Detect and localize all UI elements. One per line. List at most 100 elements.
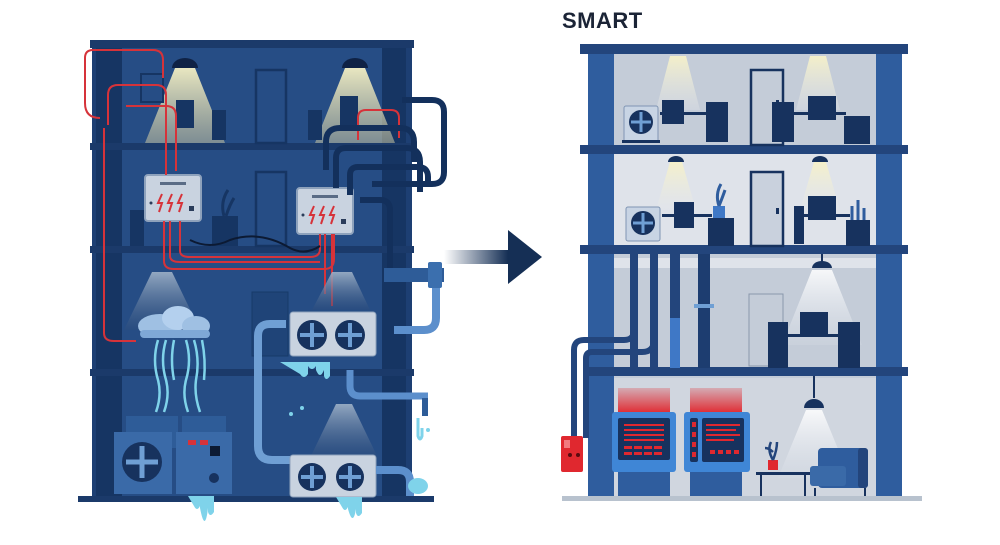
legacy-floor-4: [114, 320, 430, 521]
leaking-fan-unit: [280, 311, 377, 379]
floor-slab: [90, 369, 414, 376]
loose-cable: [189, 235, 321, 253]
cabinet: [708, 218, 734, 246]
chair-icon: [706, 102, 728, 142]
desk: [660, 112, 708, 115]
leaky-pipe: [346, 370, 428, 400]
lightning-icon: [308, 205, 336, 225]
chair-icon: [768, 322, 788, 368]
electrical-panel: [144, 174, 202, 222]
pipe-flange: [694, 304, 714, 308]
smart-building: [561, 44, 922, 501]
light-cone: [312, 272, 370, 310]
plant-icon: [715, 183, 727, 207]
dripping-water: [416, 418, 424, 441]
plant-icon: [221, 189, 236, 217]
pipe-network: [323, 97, 447, 270]
water-leak: [280, 362, 330, 379]
chair-icon: [176, 100, 194, 128]
ceiling-lamp-icon: [172, 58, 198, 68]
floor-slab: [580, 145, 908, 154]
floor-slab: [90, 246, 414, 253]
arrow-shaft: [444, 250, 508, 264]
right-column: [876, 54, 902, 496]
smart-floor-1: [622, 56, 870, 147]
chair-icon: [130, 210, 144, 246]
table-leg: [760, 475, 762, 496]
cabinet: [844, 116, 870, 144]
chair-icon: [212, 110, 226, 140]
door-handle: [776, 208, 779, 214]
light-cone: [656, 162, 696, 210]
fire-alarm-box: [561, 436, 583, 472]
steam-cloud-icon: [138, 306, 210, 338]
planter: [212, 216, 238, 246]
left-column: [588, 54, 614, 496]
water-drop: [300, 406, 304, 410]
plant-pot: [713, 206, 725, 218]
floor-slab: [90, 143, 414, 150]
chair-icon: [340, 96, 358, 126]
light-cone: [656, 56, 700, 110]
smart-floor-2: [625, 156, 870, 248]
chair-icon: [308, 110, 322, 140]
monitor-icon: [800, 312, 828, 334]
pipe-flange: [428, 262, 442, 288]
fan-icon: [633, 213, 653, 233]
fan-icon: [300, 323, 324, 347]
fan-icon: [301, 466, 323, 488]
smart-fan-unit: [622, 105, 660, 143]
smart-floor-4: [561, 376, 868, 496]
plant-icon: [764, 441, 779, 461]
monitor-icon: [808, 96, 836, 120]
water-drop: [289, 412, 293, 416]
fan-icon: [338, 323, 362, 347]
water-puddle: [408, 478, 428, 494]
arrow-head-icon: [508, 230, 542, 284]
water-leak: [188, 496, 214, 521]
hvac-fan-unit: [114, 416, 178, 494]
heat-indicator: [690, 388, 742, 412]
floor-slab: [586, 367, 908, 376]
desk: [662, 214, 712, 217]
light-cone: [310, 404, 378, 458]
lamp-cord: [821, 254, 823, 268]
transition-arrow: [444, 230, 542, 284]
ceiling-lamp-icon: [668, 156, 684, 162]
legacy-floor-1: [140, 58, 395, 145]
planter: [846, 220, 870, 246]
leaking-fan-unit: [289, 454, 377, 518]
leaky-pipe: [394, 288, 440, 334]
vertical-pipe: [630, 254, 638, 368]
vertical-pipe: [670, 254, 680, 368]
pipe-elbow: [571, 329, 637, 440]
fan-icon: [339, 466, 361, 488]
fan-icon: [126, 446, 158, 478]
smart-floor-3: [571, 254, 862, 440]
vertical-pipe: [670, 318, 680, 368]
dripping-water: [153, 339, 206, 413]
plant-pot: [768, 460, 778, 470]
room-bg: [612, 258, 878, 268]
ceiling-lamp-icon: [812, 156, 828, 162]
pipe-elbow: [583, 339, 657, 438]
hvac-control-unit: [176, 416, 232, 494]
door: [254, 68, 288, 145]
pipe-elbow: [254, 320, 286, 337]
desk: [800, 214, 850, 217]
floor-slab: [580, 245, 908, 254]
chair-icon: [838, 322, 860, 368]
chair-icon: [794, 206, 804, 244]
legacy-floor-3: [124, 272, 377, 413]
ceiling-lamp-icon: [804, 399, 824, 408]
fan-icon: [631, 112, 651, 132]
table-leg: [804, 475, 806, 496]
vertical-pipe: [650, 254, 658, 368]
control-panel: [612, 388, 676, 496]
roof-slab: [580, 44, 908, 54]
vertical-pipe: [254, 336, 292, 464]
control-panel: [684, 388, 750, 496]
chair-icon: [772, 102, 794, 142]
pipe-flange: [422, 398, 428, 416]
